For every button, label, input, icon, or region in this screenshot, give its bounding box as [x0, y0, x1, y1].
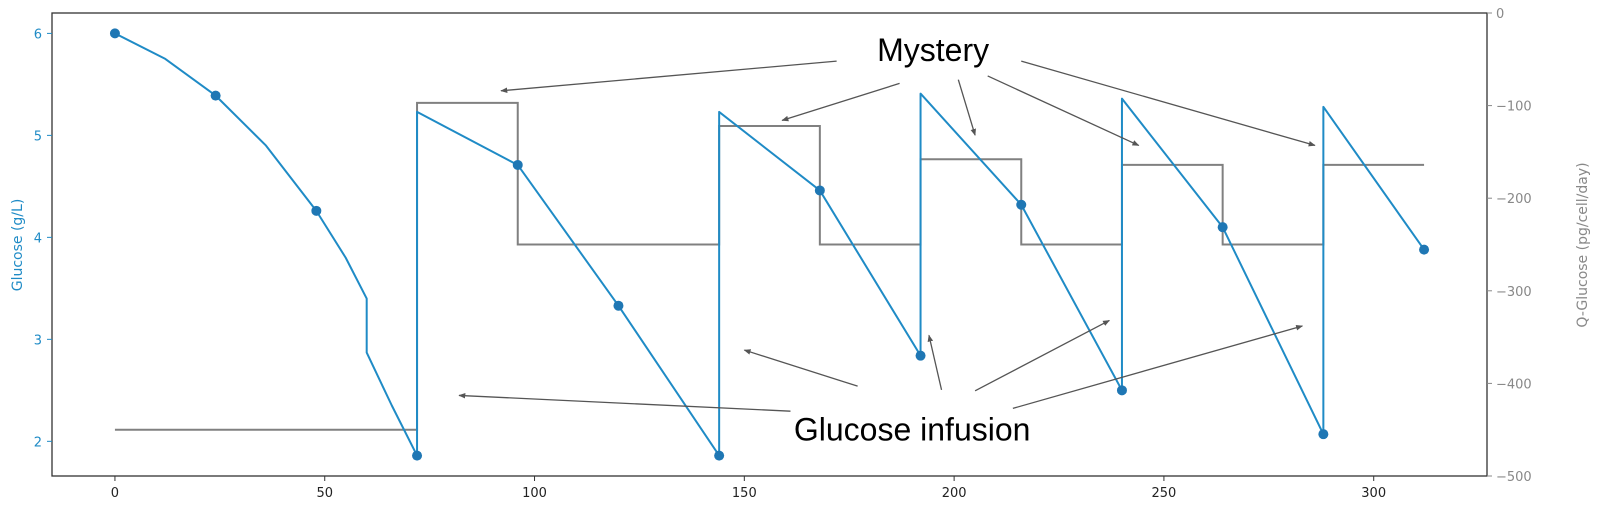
glucose-point — [1016, 199, 1027, 210]
mystery-arrow — [500, 60, 837, 94]
mystery-arrow — [1021, 60, 1316, 147]
mystery-arrow — [781, 82, 900, 122]
glucose-infusion-arrow — [458, 392, 791, 412]
glucose-point — [109, 28, 120, 39]
y-right-tick-label: −500 — [1496, 470, 1532, 485]
glucose-line-segment-6 — [1322, 105, 1425, 435]
y-right-tick-label: −300 — [1496, 285, 1532, 300]
x-tick-label: 100 — [522, 486, 547, 501]
x-tick-label: 50 — [316, 486, 333, 501]
glucose-point — [1318, 429, 1329, 440]
y-right-tick-label: 0 — [1496, 7, 1504, 22]
y-left-tick-label: 2 — [34, 435, 42, 450]
y-left-tick-label: 4 — [34, 231, 42, 246]
glucose-point — [915, 350, 926, 361]
glucose-point — [1419, 244, 1430, 255]
y-left-axis-label: Glucose (g/L) — [10, 199, 26, 292]
glucose-point — [512, 159, 523, 170]
y-left-tick-label: 3 — [34, 333, 42, 348]
glucose-point — [412, 450, 423, 461]
x-tick-label: 0 — [111, 486, 119, 501]
y-left-tick-label: 5 — [34, 129, 42, 144]
y-right-tick-label: −400 — [1496, 377, 1532, 392]
glucose-point — [613, 300, 624, 311]
x-tick-label: 150 — [732, 486, 757, 501]
glucose-infusion-arrow — [1012, 325, 1304, 410]
glucose-line-segment-4 — [919, 92, 1123, 391]
glucose-line-segment-5 — [1120, 97, 1325, 435]
glucose-line-segment-2 — [416, 110, 720, 457]
mystery-annotation: Mystery — [877, 32, 989, 68]
x-tick-label: 250 — [1152, 486, 1177, 501]
x-tick-label: 300 — [1361, 486, 1386, 501]
glucose-line-segment-1 — [114, 32, 418, 457]
glucose-infusion-arrow — [743, 349, 858, 387]
glucose-point — [210, 90, 221, 101]
mystery-arrow — [957, 79, 976, 136]
mystery-arrow — [987, 75, 1140, 147]
y-right-axis-label: Q-Glucose (pg/cell/day) — [1575, 162, 1591, 327]
x-tick-label: 200 — [942, 486, 967, 501]
plot-frame — [51, 12, 1488, 477]
glucose-line-segment-3 — [718, 110, 922, 456]
y-right-tick-label: −100 — [1496, 100, 1532, 115]
glucose-point — [1217, 222, 1228, 233]
glucose-point — [311, 205, 322, 216]
glucose-infusion-arrow — [974, 319, 1110, 392]
y-right-tick-label: −200 — [1496, 192, 1532, 207]
glucose-point — [1116, 385, 1127, 396]
y-left-tick-label: 6 — [34, 27, 42, 42]
glucose-infusion-annotation: Glucose infusion — [794, 412, 1031, 448]
glucose-point — [714, 450, 725, 461]
glucose-infusion-arrow — [927, 334, 943, 391]
glucose-point — [814, 185, 825, 196]
